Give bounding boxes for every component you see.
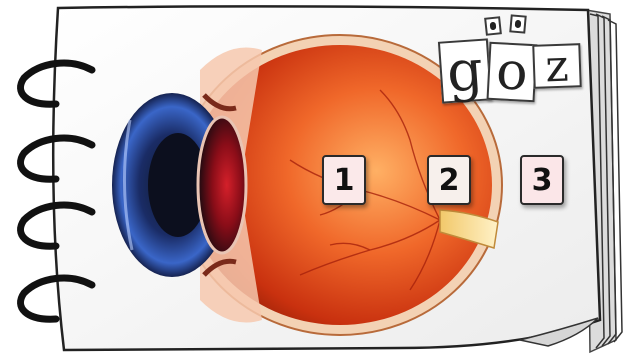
- logo-letter-g: g: [438, 38, 492, 103]
- umlaut-dot-tile: [509, 14, 527, 33]
- marker-2[interactable]: 2: [427, 155, 471, 205]
- marker-3[interactable]: 3: [520, 155, 564, 205]
- umlaut-dot-tile: [484, 16, 502, 36]
- logo-letter-o: o: [487, 42, 538, 102]
- logo-letter-z: z: [532, 43, 582, 89]
- lens: [198, 117, 246, 253]
- marker-1[interactable]: 1: [322, 155, 366, 205]
